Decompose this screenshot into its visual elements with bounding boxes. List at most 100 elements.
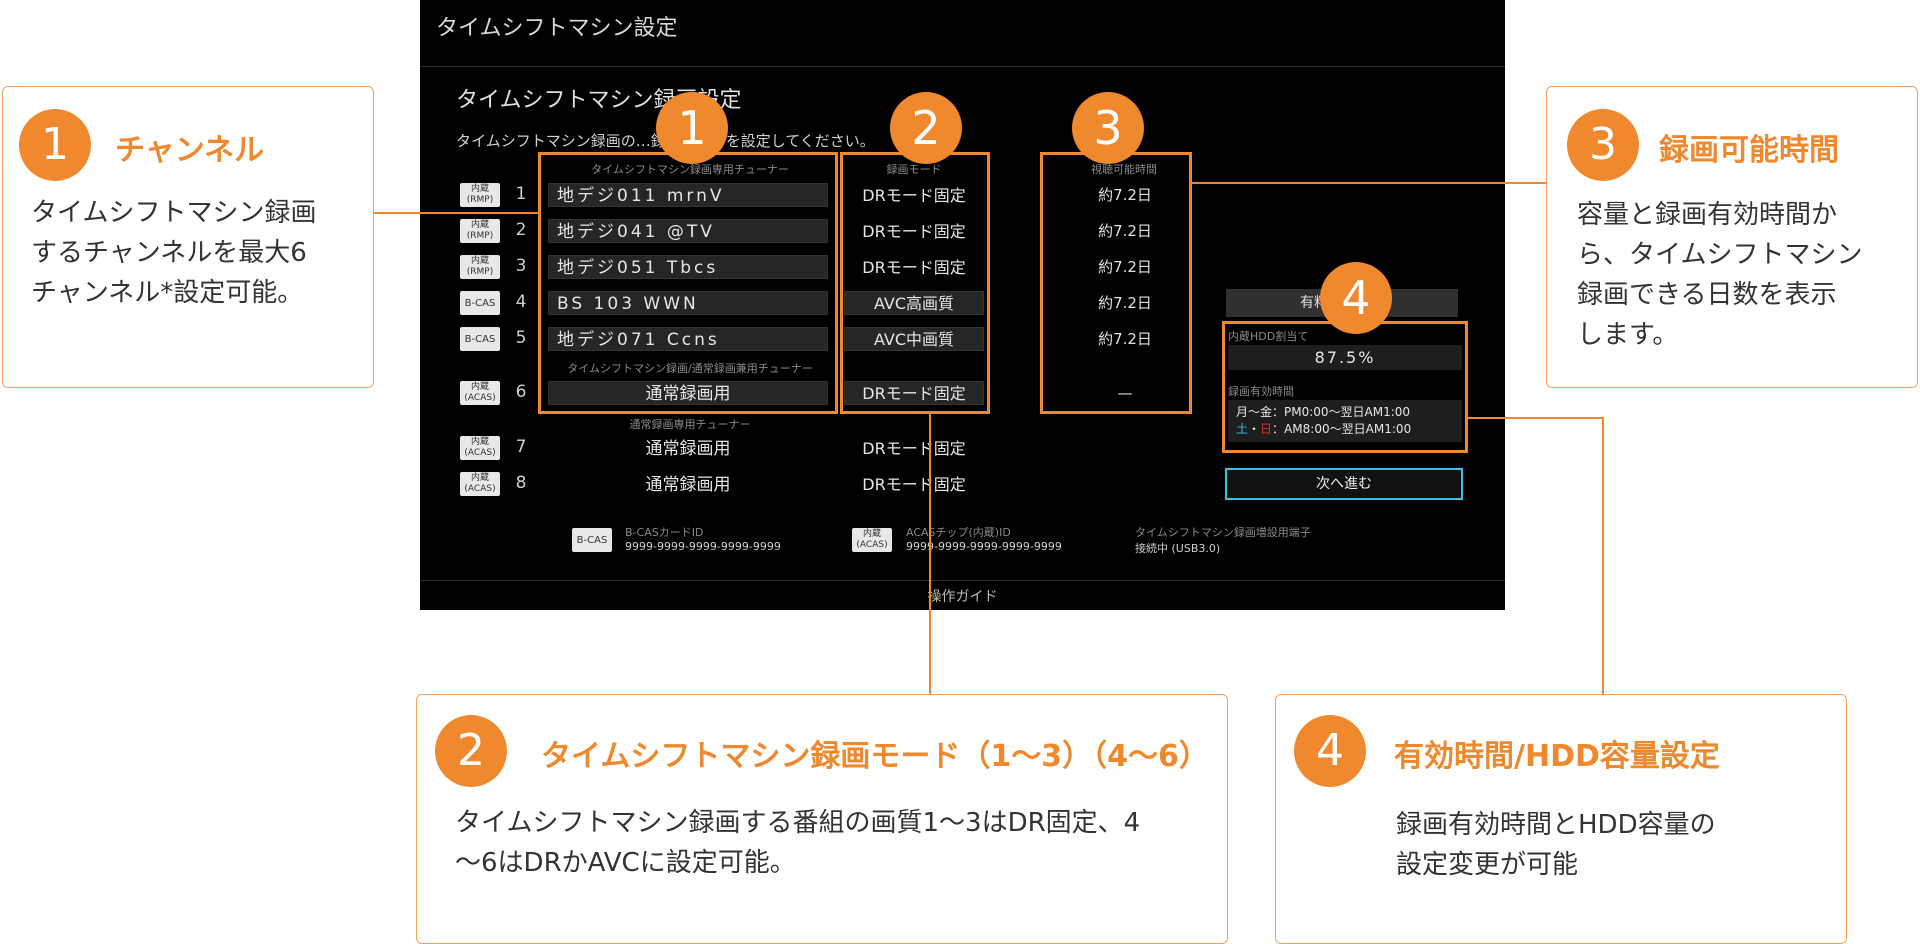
badge-3: 3 xyxy=(1072,92,1144,164)
tuner-column-header: タイムシフトマシン録画専用チューナー xyxy=(591,163,789,176)
channel-select-5[interactable]: 地デジ071 Ccns xyxy=(548,327,828,351)
callout-channel: 1 チャンネル タイムシフトマシン録画 するチャンネルを最大6 チャンネル*設定… xyxy=(2,86,374,388)
acas-chip-icon: 内蔵 (ACAS) xyxy=(852,528,892,552)
callout-badge: 2 xyxy=(435,715,507,787)
hdd-allocation-field[interactable]: 87.5% xyxy=(1228,345,1462,370)
channel-select-4[interactable]: BS 103 WWN xyxy=(548,291,828,315)
mode-label-8: DRモード固定 xyxy=(862,475,966,494)
usb-port-value: 接続中 (USB3.0) xyxy=(1135,542,1221,555)
mode-select-2[interactable]: DRモード固定 xyxy=(862,222,966,241)
tuner-chip-icon: 内蔵 (ACAS) xyxy=(460,436,500,460)
normal-tuner-header: 通常録画専用チューナー xyxy=(629,418,751,431)
channel-select-2[interactable]: 地デジ041 @TV xyxy=(548,219,828,243)
connector-line-2 xyxy=(929,414,931,694)
channel-select-3[interactable]: 地デジ051 Tbcs xyxy=(548,255,828,279)
tuner-chip-icon: 内蔵 (RMP) xyxy=(460,219,500,243)
weekday-time: 月～金：PM0:00～翌日AM1:00 xyxy=(1236,405,1411,419)
highlight-hours xyxy=(1040,152,1192,414)
callout-recording-mode: 2 タイムシフトマシン録画モード（1～3）（4～6） タイムシフトマシン録画する… xyxy=(416,694,1228,944)
row-number: 7 xyxy=(515,437,527,457)
usb-port-label: タイムシフトマシン録画増設用端子 xyxy=(1135,526,1311,539)
weekend-time: 土・日：AM8:00～翌日AM1:00 xyxy=(1236,422,1412,436)
channel-label-7: 通常録画用 xyxy=(645,439,731,459)
text-line: 録画できる日数を表示 xyxy=(1577,280,1837,310)
highlight-channel xyxy=(538,152,838,414)
acas-id-value: 9999-9999-9999-9999-9999 xyxy=(906,540,1062,553)
callout-text: タイムシフトマシン録画 するチャンネルを最大6 チャンネル*設定可能。 xyxy=(31,193,316,313)
hdd-label: 内蔵HDD割当て xyxy=(1228,330,1309,343)
bcas-chip-icon: B-CAS xyxy=(460,291,500,315)
highlight-hdd xyxy=(1222,321,1468,453)
hours-value: 約7.2日 xyxy=(1098,222,1152,240)
shared-tuner-header: タイムシフトマシン録画/通常録画兼用チューナー xyxy=(567,362,813,375)
row-number: 5 xyxy=(515,328,527,348)
hours-value: 約7.2日 xyxy=(1098,294,1152,312)
callout-text: 録画有効時間とHDD容量の 設定変更が可能 xyxy=(1396,805,1716,885)
text-line: チャンネル*設定可能。 xyxy=(31,278,304,308)
text-line: します。 xyxy=(1577,320,1679,350)
mode-select-5[interactable]: AVC中画質 xyxy=(844,327,984,351)
text-line: タイムシフトマシン録画 xyxy=(31,198,317,228)
row-number: 8 xyxy=(515,473,527,493)
operation-guide: 操作ガイド xyxy=(927,589,998,605)
callout-valid-time-hdd: 4 有効時間/HDD容量設定 録画有効時間とHDD容量の 設定変更が可能 xyxy=(1275,694,1847,944)
text-line: タイムシフトマシン録画する番組の画質1～3はDR固定、4 xyxy=(455,808,1141,838)
connector-line-1 xyxy=(373,212,539,214)
row-number: 6 xyxy=(515,382,527,402)
callout-title: タイムシフトマシン録画モード（1～3）（4～6） xyxy=(541,739,1209,774)
row-number: 1 xyxy=(515,184,527,204)
mode-column-header: 録画モード xyxy=(886,163,942,176)
mode-select-4[interactable]: AVC高画質 xyxy=(844,291,984,315)
mode-select-6[interactable]: DRモード固定 xyxy=(844,381,984,405)
callout-title: チャンネル xyxy=(115,133,265,168)
screen-title: タイムシフトマシン設定 xyxy=(436,16,678,41)
text-line: ら、タイムシフトマシン xyxy=(1577,240,1863,270)
hours-value: 約7.2日 xyxy=(1098,258,1152,276)
mode-select-1[interactable]: DRモード固定 xyxy=(862,186,966,205)
text-line: 容量と録画有効時間か xyxy=(1577,200,1838,230)
connector-line-3 xyxy=(1192,182,1547,184)
highlight-mode xyxy=(840,152,990,414)
row-number: 2 xyxy=(515,220,527,240)
next-button[interactable]: 次へ進む xyxy=(1225,468,1463,500)
channel-select-1[interactable]: 地デジ011 mrnV xyxy=(548,183,828,207)
connector-line-4a xyxy=(1468,417,1604,419)
bcas-card-icon: B-CAS xyxy=(572,528,612,552)
mode-select-3[interactable]: DRモード固定 xyxy=(862,258,966,277)
valid-time-field[interactable]: 月～金：PM0:00～翌日AM1:00 土・日：AM8:00～翌日AM1:00 xyxy=(1228,400,1462,442)
row-number: 4 xyxy=(515,292,527,312)
row-number: 3 xyxy=(515,256,527,276)
hours-value: — xyxy=(1117,384,1133,402)
hours-value: 約7.2日 xyxy=(1098,330,1152,348)
badge-2: 2 xyxy=(890,92,962,164)
hours-value: 約7.2日 xyxy=(1098,186,1152,204)
text-line: 設定変更が可能 xyxy=(1396,850,1579,880)
tuner-chip-icon: 内蔵 (ACAS) xyxy=(460,381,500,405)
mode-label-7: DRモード固定 xyxy=(862,439,966,458)
text-line: するチャンネルを最大6 xyxy=(31,238,307,268)
bcas-chip-icon: B-CAS xyxy=(460,327,500,351)
valid-time-label: 録画有効時間 xyxy=(1228,385,1294,398)
text-line: ～6はDRかAVCに設定可能。 xyxy=(455,848,796,878)
channel-select-6[interactable]: 通常録画用 xyxy=(548,381,828,405)
callout-text: 容量と録画有効時間か ら、タイムシフトマシン 録画できる日数を表示 します。 xyxy=(1577,195,1862,355)
text-line: 録画有効時間とHDD容量の xyxy=(1396,810,1716,840)
tuner-chip-icon: 内蔵 (RMP) xyxy=(460,255,500,279)
divider xyxy=(420,66,1505,67)
badge-4: 4 xyxy=(1320,262,1392,334)
callout-recordable-time: 3 録画可能時間 容量と録画有効時間か ら、タイムシフトマシン 録画できる日数を… xyxy=(1546,86,1918,388)
tuner-chip-icon: 内蔵 (RMP) xyxy=(460,183,500,207)
callout-badge: 1 xyxy=(19,109,91,181)
channel-label-8: 通常録画用 xyxy=(645,475,731,495)
bcas-id-value: 9999-9999-9999-9999-9999 xyxy=(625,540,781,553)
callout-title: 有効時間/HDD容量設定 xyxy=(1394,739,1720,774)
tuner-chip-icon: 内蔵 (ACAS) xyxy=(460,472,500,496)
bcas-id-label: B-CASカードID xyxy=(625,526,704,539)
acas-id-label: ACASチップ(内蔵)ID xyxy=(906,526,1011,539)
tv-screen: タイムシフトマシン設定 タイムシフトマシン録画設定 タイムシフトマシン録画の…録… xyxy=(420,0,1505,610)
callout-title: 録画可能時間 xyxy=(1659,133,1839,168)
badge-1: 1 xyxy=(656,92,728,164)
callout-badge: 3 xyxy=(1567,109,1639,181)
hours-column-header: 視聴可能時間 xyxy=(1091,163,1157,176)
callout-text: タイムシフトマシン録画する番組の画質1～3はDR固定、4 ～6はDRかAVCに設… xyxy=(455,803,1140,883)
